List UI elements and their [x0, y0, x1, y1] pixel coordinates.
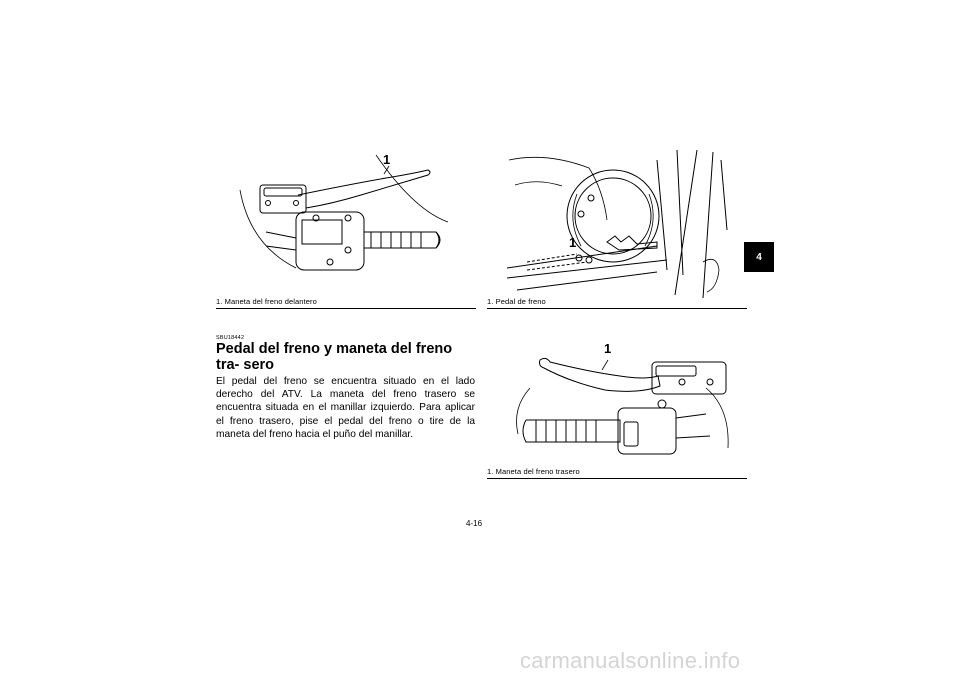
- brake-pedal-illustration: 1: [507, 150, 733, 298]
- rear-brake-lever-illustration: 1: [510, 338, 736, 466]
- rear-lever-caption: 1. Maneta del freno trasero: [487, 467, 580, 476]
- front-lever-caption-rule: [216, 308, 476, 309]
- watermark: carmanualsonline.info: [520, 648, 741, 673]
- section-body: El pedal del freno se encuentra situado …: [216, 376, 475, 440]
- brake-pedal-caption-rule: [487, 308, 747, 309]
- brake-pedal-callout: 1: [569, 235, 576, 250]
- chapter-tab: 4: [744, 242, 774, 272]
- section-title: Pedal del freno y maneta del freno tra- …: [216, 341, 453, 373]
- rear-lever-callout: 1: [604, 341, 611, 356]
- section-code: SBU18442: [216, 335, 245, 341]
- rear-lever-caption-rule: [487, 478, 747, 479]
- page-number: 4-16: [466, 519, 483, 528]
- brake-pedal-caption: 1. Pedal de freno: [487, 297, 546, 306]
- front-lever-caption: 1. Maneta del freno delantero: [216, 297, 317, 306]
- front-brake-lever-illustration: 1: [236, 150, 458, 290]
- front-lever-callout: 1: [383, 152, 390, 167]
